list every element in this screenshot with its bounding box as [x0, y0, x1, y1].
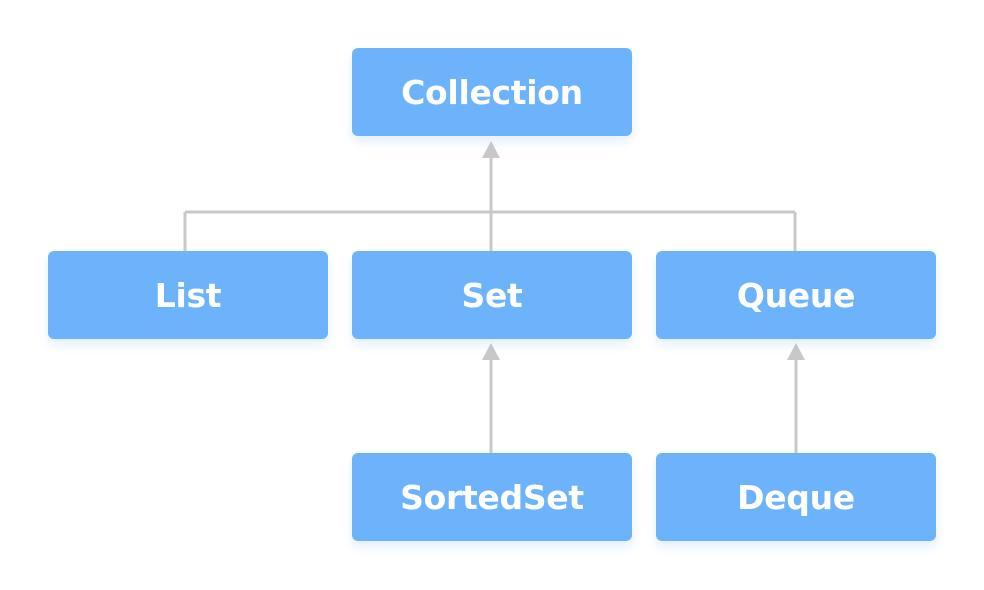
node-sortedset: SortedSet — [352, 453, 632, 541]
node-set: Set — [352, 251, 632, 339]
node-collection: Collection — [352, 48, 632, 136]
arrowhead-queue — [787, 343, 805, 360]
node-queue: Queue — [656, 251, 936, 339]
node-list: List — [48, 251, 328, 339]
node-deque: Deque — [656, 453, 936, 541]
arrowhead-set — [482, 343, 500, 360]
arrowhead-collection — [482, 141, 500, 158]
